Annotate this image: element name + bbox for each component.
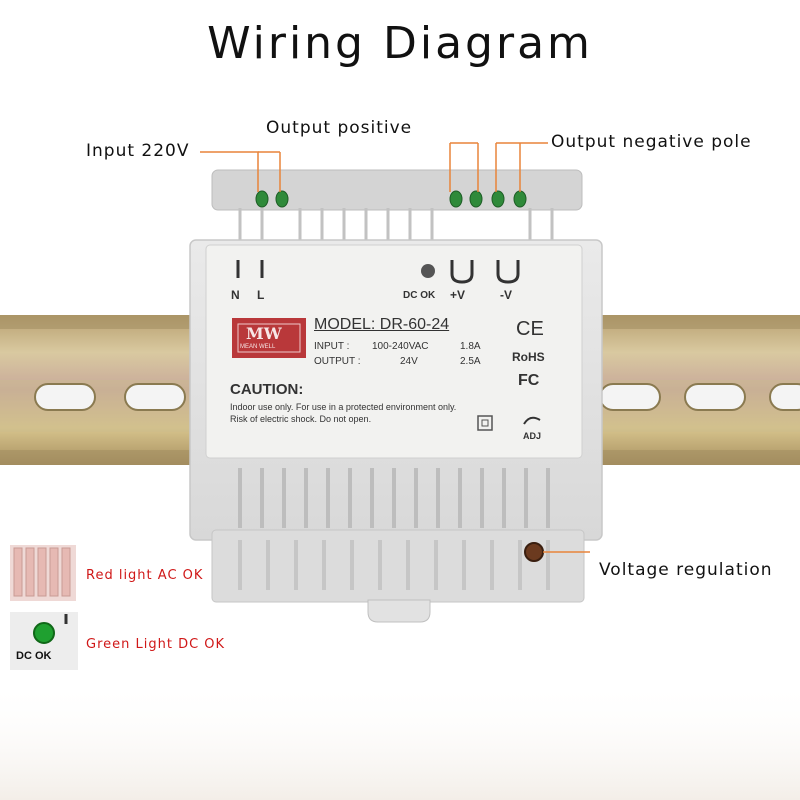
- callout-output-negative: Output negative pole: [551, 132, 752, 152]
- callout-green-light: Green Light DC OK: [86, 637, 226, 652]
- callout-input: Input 220V: [86, 141, 190, 161]
- adj-label: ADJ: [523, 431, 542, 441]
- label-panel: [205, 244, 583, 459]
- terminal-l-label: L: [257, 288, 265, 302]
- output-label: OUTPUT :: [314, 356, 361, 367]
- brand-sub-text: MEAN WELL: [240, 344, 276, 350]
- plus-v-terminal-mark: [450, 260, 474, 284]
- caution-title: CAUTION:: [230, 381, 304, 398]
- green-led-icon: [33, 622, 55, 644]
- inset-green-light: [10, 612, 78, 670]
- callout-lines: [200, 142, 590, 553]
- callout-red-light: Red light AC OK: [86, 568, 204, 583]
- double-insulation-icon: [477, 415, 493, 431]
- dc-ok-label: DC OK: [403, 290, 436, 301]
- callout-output-positive: Output positive: [266, 118, 413, 138]
- din-clip: [367, 599, 431, 623]
- dc-ok-led: [421, 264, 435, 278]
- minus-v-label: -V: [500, 288, 512, 302]
- output-current: 2.5A: [460, 356, 481, 367]
- output-voltage: 24V: [400, 356, 418, 367]
- voltage-adjust-knob: [524, 542, 544, 562]
- inset-red-light: [10, 545, 76, 601]
- terminal-screws: [255, 190, 527, 208]
- input-voltage: 100-240VAC: [372, 341, 429, 352]
- inset-dc-ok-label: DC OK: [16, 650, 52, 662]
- rohs-mark: RoHS: [512, 350, 545, 364]
- terminal-n-label: N: [231, 288, 240, 302]
- caution-line-1: Indoor use only. For use in a protected …: [230, 402, 457, 412]
- model-label: MODEL: DR-60-24: [314, 316, 450, 333]
- callout-voltage-regulation: Voltage regulation: [599, 560, 773, 580]
- adj-arrow-icon: [523, 416, 541, 425]
- housing-top-fins: [211, 169, 583, 211]
- input-current: 1.8A: [460, 341, 481, 352]
- caution-line-2: Risk of electric shock. Do not open.: [230, 414, 372, 424]
- input-label: INPUT :: [314, 341, 350, 352]
- fc-mark: FC: [518, 372, 540, 389]
- page-title: Wiring Diagram: [207, 18, 593, 69]
- ce-mark: CE: [516, 318, 544, 340]
- plus-v-label: +V: [450, 288, 466, 302]
- brand-logo: [232, 318, 306, 358]
- minus-v-terminal-mark: [496, 260, 520, 284]
- brand-logo-text: MW: [246, 324, 282, 343]
